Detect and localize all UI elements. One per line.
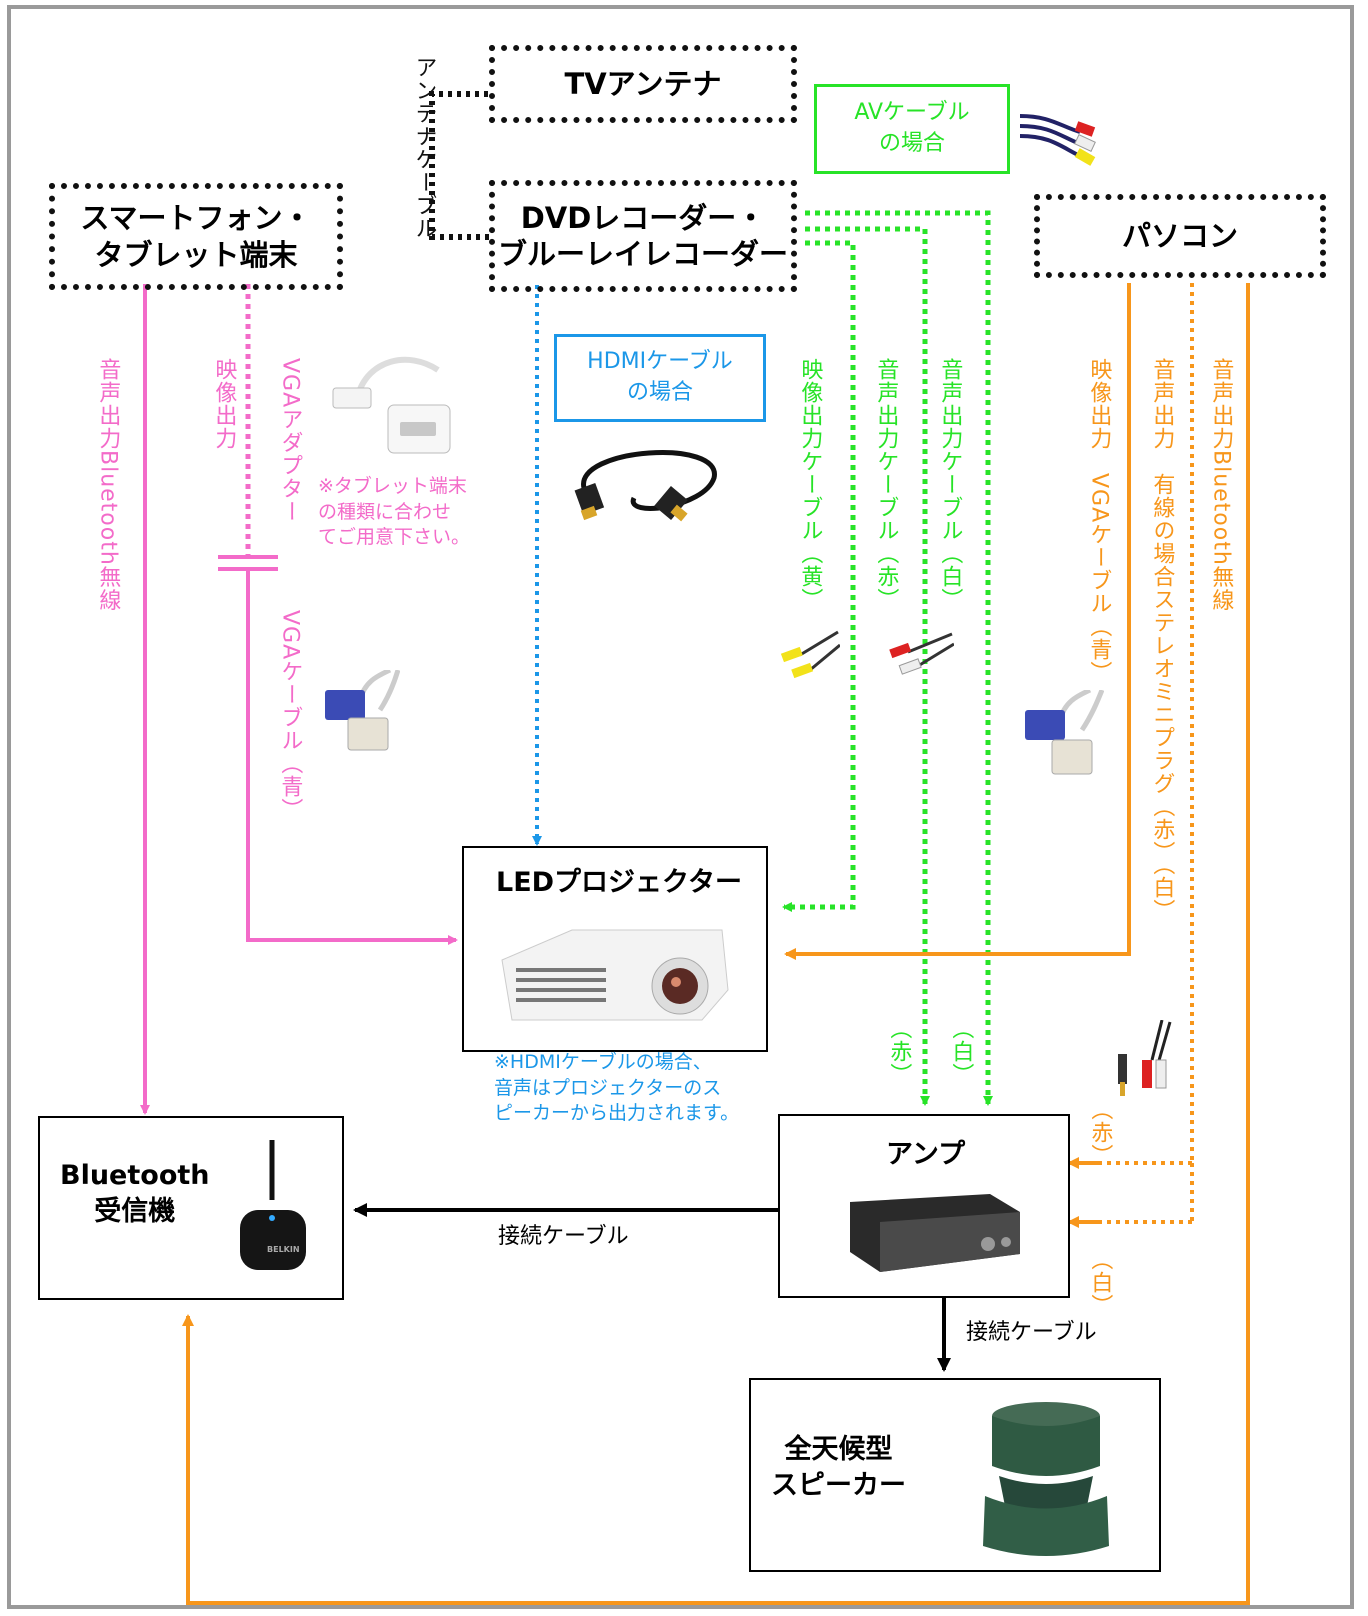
hdmi-cable-legend: HDMIケーブル の場合 xyxy=(554,334,766,422)
diagram-frame xyxy=(7,5,1354,1609)
projector-box: LEDプロジェクター xyxy=(462,846,768,1052)
connect-cable-bt-label: 接続ケーブル xyxy=(498,1224,629,1249)
amp-box: アンプ xyxy=(778,1114,1070,1298)
amp-label: アンプ xyxy=(886,1139,966,1170)
hdmi-cable-legend-line2: の場合 xyxy=(626,380,693,405)
smartphone-label-line2: タブレット端末 xyxy=(94,237,298,272)
dvd-recorder-label-line2: ブルーレイレコーダー xyxy=(497,237,788,271)
yellow-cable-picture xyxy=(780,630,840,679)
pc-audio-wired-label: 音声出力 有線の場合ステレオミニプラグ（赤）（白） xyxy=(1149,358,1175,922)
tv-antenna-box: TVアンテナ xyxy=(489,45,797,123)
pc-box: パソコン xyxy=(1034,194,1326,278)
tablet-note: ※タブレット端末 の種類に合わせ てご用意下さい。 xyxy=(318,474,470,551)
antenna-cable-line xyxy=(429,91,492,240)
pc-label: パソコン xyxy=(1121,218,1238,253)
speaker-label-line1: 全天候型 xyxy=(784,1434,893,1465)
stereo-mini-plug-picture xyxy=(1118,1020,1172,1096)
red-white-cable-picture-dvd xyxy=(889,632,954,675)
hdmi-cable-legend-line1: HDMIケーブル xyxy=(587,349,733,375)
smartphone-label-line1: スマートフォン・ xyxy=(80,201,312,236)
bluetooth-receiver-label-line2: 受信機 xyxy=(94,1196,176,1228)
belkin-logo: BELKIN xyxy=(267,1245,300,1254)
phone-bluetooth-label: 音声出力Bluetooth無線 xyxy=(95,358,121,612)
speaker-box: 全天候型 スピーカー xyxy=(749,1378,1161,1572)
pc-bluetooth-line xyxy=(182,283,1250,1605)
av-cable-picture xyxy=(1020,114,1096,166)
amp-in-white-label: （白） xyxy=(948,1017,974,1086)
dvd-audio-red-label: 音声出力ケーブル（赤） xyxy=(873,358,899,611)
dvd-recorder-label-line1: DVDレコーダー・ xyxy=(520,200,766,235)
bluetooth-receiver-picture xyxy=(240,1140,306,1270)
hdmi-note-line3: ピーカーから出力されます。 xyxy=(494,1102,740,1125)
av-cable-legend-line2: の場合 xyxy=(878,131,945,156)
phone-video-label: 映像出力 xyxy=(211,358,237,450)
pc-bluetooth-label: 音声出力Bluetooth無線 xyxy=(1208,358,1234,612)
amp-picture xyxy=(850,1194,1020,1272)
av-cable-legend-line1: AVケーブル xyxy=(854,100,970,126)
vga-adapter-picture xyxy=(332,356,451,454)
dvd-video-label: 映像出力ケーブル（黄） xyxy=(797,358,823,611)
pc-video-label: 映像出力 VGAケーブル（青） xyxy=(1086,358,1112,685)
dvd-audio-red-line xyxy=(805,226,930,1106)
hdmi-note-line2: 音声はプロジェクターのス xyxy=(494,1076,722,1099)
hdmi-note: ※HDMIケーブルの場合、 音声はプロジェクターのス ピーカーから出力されます。 xyxy=(494,1050,739,1127)
tablet-note-line2: の種類に合わせ xyxy=(318,500,452,523)
tv-antenna-label: TVアンテナ xyxy=(564,66,722,101)
bluetooth-receiver-label-line1: Bluetooth xyxy=(60,1160,210,1191)
vga-cable-picture-phone xyxy=(325,670,400,751)
smartphone-box: スマートフォン・ タブレット端末 xyxy=(49,183,343,290)
speaker-label-line2: スピーカー xyxy=(771,1470,906,1502)
amp-pc-white-label: （白） xyxy=(1087,1248,1113,1317)
speaker-picture xyxy=(983,1402,1109,1556)
dvd-audio-white-line xyxy=(805,210,993,1106)
projector-label: LEDプロジェクター xyxy=(496,867,742,898)
amp-pc-red-label: （赤） xyxy=(1087,1098,1113,1167)
phone-vga-line xyxy=(246,570,458,945)
tablet-note-line1: ※タブレット端末 xyxy=(318,475,467,497)
dvd-video-line xyxy=(782,240,856,912)
pc-vga-line xyxy=(784,283,1131,960)
hdmi-note-line1: ※HDMIケーブルの場合、 xyxy=(494,1051,712,1073)
dvd-recorder-box: DVDレコーダー・ ブルーレイレコーダー xyxy=(489,180,797,292)
vga-adapter-label: VGAアダプター xyxy=(277,358,303,524)
amp-in-red-label: （赤） xyxy=(886,1017,912,1086)
vga-cable-picture-pc xyxy=(1025,690,1104,775)
antenna-cable-label: アンテナケーブル xyxy=(411,56,437,240)
av-cable-legend: AVケーブル の場合 xyxy=(814,84,1010,174)
bluetooth-receiver-box: Bluetooth 受信機 BELKIN xyxy=(38,1116,344,1300)
vga-cable-phone-label: VGAケーブル（青） xyxy=(277,610,303,822)
hdmi-cable-picture xyxy=(574,450,717,522)
tablet-note-line3: てご用意下さい。 xyxy=(318,526,471,549)
connect-cable-speaker-label: 接続ケーブル xyxy=(966,1320,1097,1345)
vga-adapter-bars xyxy=(218,555,278,571)
projector-picture xyxy=(501,929,729,1021)
dvd-audio-white-label: 音声出力ケーブル（白） xyxy=(937,358,963,611)
